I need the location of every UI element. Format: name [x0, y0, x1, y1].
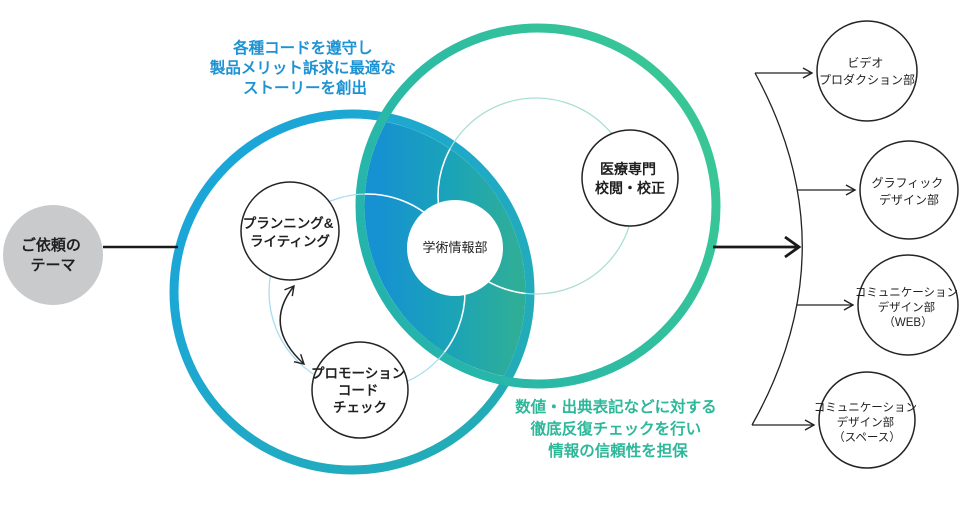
cycle-arrow — [279, 284, 306, 365]
venn-blue-circle — [169, 109, 535, 475]
note-fact-check: 数値・出典表記などに対する 徹底反復チェックを行い 情報の信頼性を担保 — [515, 397, 721, 460]
planning-writing-circle — [240, 181, 340, 281]
academic-info-circle — [407, 200, 503, 296]
output-video-production-circle — [816, 20, 918, 122]
planning-writing-label: プランニング& ライティング — [243, 215, 338, 249]
output-graphic-design-circle — [859, 140, 959, 240]
note-code-compliance: 各種コードを遵守し 製品メリット訴求に最適な ストーリーを創出 — [209, 38, 400, 97]
promotion-code-check-label: プロモーション コード チェック — [311, 366, 409, 415]
output-video-production-label: ビデオ プロダクション部 — [819, 55, 915, 87]
fanout-arc — [751, 72, 803, 426]
output-communication-design-space-label: コミュニケーション デザイン部 （スペース） — [814, 401, 920, 444]
venn-teal-circle — [355, 23, 721, 389]
medical-proofreading-circle — [581, 129, 679, 227]
source-theme-circle — [3, 205, 103, 305]
output-communication-design-web-label: コミュニケーション デザイン部 （WEB） — [855, 286, 960, 329]
promotion-code-check-circle — [311, 341, 409, 439]
output-communication-design-web-circle — [857, 254, 959, 356]
source-theme-label: ご依頼の テーマ — [21, 236, 85, 274]
academic-info-label: 学術情報部 — [422, 240, 487, 255]
output-communication-design-space-circle — [818, 371, 916, 469]
output-graphic-design-label: グラフィック デザイン部 — [871, 176, 946, 207]
medical-proofreading-label: 医療専門 校閲・校正 — [595, 161, 665, 196]
